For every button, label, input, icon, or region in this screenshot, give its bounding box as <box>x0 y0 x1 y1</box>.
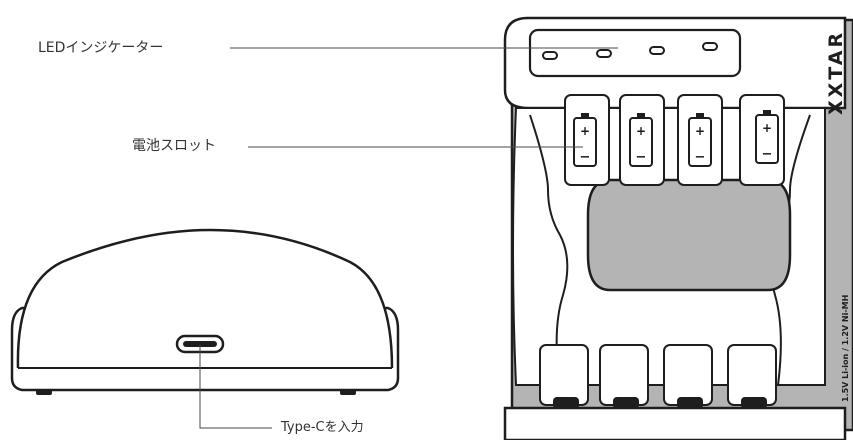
charger-base-side-view <box>10 228 400 395</box>
side-spec-text: 1.5V Li-ion / 1.2V Ni-MH <box>841 295 850 402</box>
right-foot <box>340 390 356 395</box>
typec-input-label: Type-Cを入力 <box>281 420 364 435</box>
typec-port <box>175 334 225 354</box>
svg-text:XXTAR: XXTAR <box>825 30 847 115</box>
led-indicators <box>542 42 718 60</box>
svg-text:−: − <box>762 147 773 162</box>
svg-text:+: + <box>695 124 705 138</box>
brand-logo: XXTAR <box>825 30 847 115</box>
svg-text:+: + <box>580 124 590 138</box>
callout-lines <box>199 47 618 429</box>
svg-text:+: + <box>636 124 646 138</box>
battery-slot-3: + − <box>677 94 723 186</box>
slot-sliders <box>539 344 777 409</box>
battery-slot-1: + − <box>564 94 610 186</box>
svg-text:−: − <box>695 150 706 165</box>
battery-slots: + − + − + − <box>564 94 785 186</box>
left-foot <box>36 390 52 395</box>
brand-logo-text: XTAR <box>825 30 847 97</box>
charger-main-front-view: XXTAR 1.5V Li-ion / 1.2V Ni-MH + − <box>503 16 853 442</box>
charger-base-plate <box>503 406 847 442</box>
battery-slot-label: 電池スロット <box>132 138 216 154</box>
svg-text:+: + <box>762 121 772 135</box>
led-indicator-label: LEDインジケーター <box>38 40 164 56</box>
battery-slot-4: + − <box>739 94 785 186</box>
svg-text:−: − <box>580 150 591 165</box>
battery-slot-2: + − <box>619 94 665 186</box>
spec-text: 1.5V Li-ion / 1.2V Ni-MH <box>841 295 850 402</box>
center-window <box>586 178 792 292</box>
svg-text:−: − <box>636 150 647 165</box>
